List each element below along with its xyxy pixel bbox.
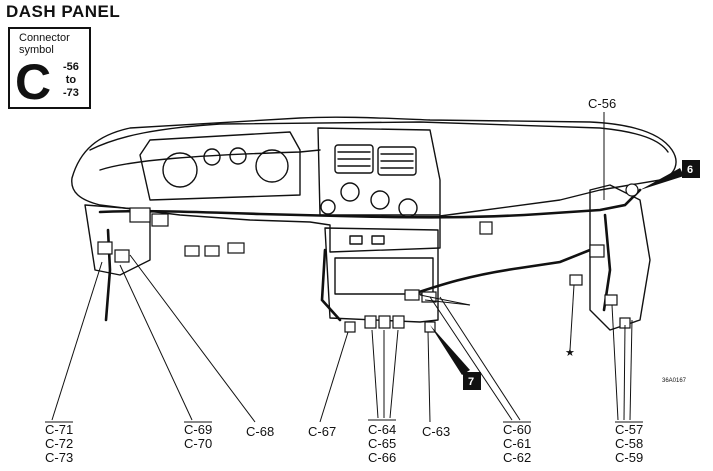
label-c56: C-56 [588,96,616,111]
control-knob-2 [370,190,390,210]
range-from: -56 [63,61,79,73]
label-c69: C-69 [184,422,212,437]
conn-block-c63 [424,321,436,333]
console-connector-a [349,235,363,245]
console-connector-b [371,235,385,245]
dashboard-top-edge [89,121,669,153]
right-panel-structure [589,184,651,331]
radio-unit [334,257,434,295]
gauge-small-2 [229,147,247,165]
label-c73: C-73 [45,450,73,465]
connector-range: -56 to -73 [63,61,79,100]
label-c57: C-57 [615,422,643,437]
lower-console-outline [324,227,439,323]
main-harness-upper [98,188,642,219]
conn-block-right-2 [604,294,618,306]
conn-block-left-2 [151,213,169,227]
conn-block-c60 [404,289,420,301]
page-title: DASH PANEL [6,2,121,21]
reference-code: 36A0167 [662,378,687,384]
callout-6-pointer [640,168,684,190]
conn-block-left-4 [114,249,130,263]
label-c64: C-64 [368,422,396,437]
label-c67: C-67 [308,424,336,439]
label-c59: C-59 [615,450,643,465]
conn-block-right-4 [569,274,583,286]
center-vent-right [377,146,417,176]
conn-block-console-1 [364,315,377,329]
gauge-small-1 [203,148,221,166]
conn-block-mid-3 [227,242,245,254]
conn-block-c67 [344,321,356,333]
conn-block-right-1 [589,244,605,258]
callout-7-pointer [430,325,470,375]
gauge-right [255,149,289,183]
dashboard-outline [71,116,677,253]
instrument-cluster-outline [139,131,301,201]
callout-6-box [682,160,700,178]
center-vent-left [334,144,374,174]
center-console-outline [317,127,441,216]
control-knob-1 [340,182,360,202]
label-c71: C-71 [45,422,73,437]
control-knob-4 [320,199,336,215]
label-c70: C-70 [184,436,212,451]
connector-symbol-box: Connector symbol C -56 to -73 [8,27,91,109]
gauge-left [162,152,198,188]
connector-symbol-caption: Connector symbol [19,32,70,56]
conn-block-mid-2 [204,245,220,257]
conn-block-console-3 [392,315,405,329]
label-c68: C-68 [246,424,274,439]
range-to: -73 [63,87,79,99]
conn-block-left-3 [97,241,113,255]
label-c61: C-61 [503,436,531,451]
label-c62: C-62 [503,450,531,465]
grommet-top-right [625,183,639,197]
star-marker: ★ [565,346,575,359]
conn-block-relay [479,221,493,235]
conn-block-left-1 [129,207,151,223]
conn-block-console-2 [378,315,391,329]
label-c60: C-60 [503,422,531,437]
console-vertical-harness [320,248,342,322]
connector-symbol-letter: C [15,54,52,110]
caption-line-2: symbol [19,44,54,56]
callout-7-number: 7 [468,376,474,388]
main-harness-lower [408,248,592,297]
conn-block-mid-1 [184,245,200,257]
callout-7-box [463,372,481,390]
label-c63: C-63 [422,424,450,439]
label-c58: C-58 [615,436,643,451]
range-to-word: to [65,74,77,86]
callout-6-number: 6 [687,164,693,176]
label-c66: C-66 [368,450,396,465]
caption-line-1: Connector [19,32,70,44]
label-c65: C-65 [368,436,396,451]
label-c72: C-72 [45,436,73,451]
